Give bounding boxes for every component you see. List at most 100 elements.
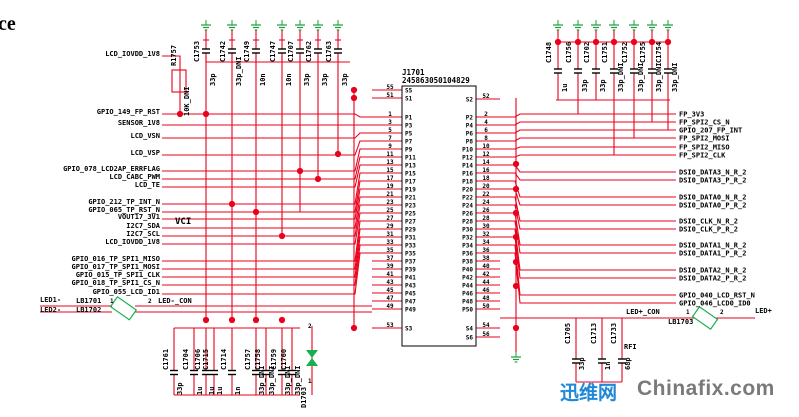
resistor-value: 10K_DNI — [183, 86, 191, 116]
connector-pin-number: 8 — [484, 135, 488, 142]
connector-pin-number: 37 — [386, 255, 394, 262]
connector-pin-name: P42 — [462, 275, 473, 282]
bottom-cap-node — [278, 316, 286, 324]
connector-pin-number: 55 — [386, 84, 394, 91]
connector-pin-name: P20 — [462, 187, 473, 194]
connector-pin-number: 3 — [388, 119, 392, 126]
right-net-wire — [500, 220, 676, 254]
cap-ref: C1757 — [244, 349, 252, 370]
connector-pin-name: P2 — [466, 115, 474, 122]
connector-pin-name: P43 — [405, 283, 416, 290]
top-right-cap-node — [664, 38, 672, 46]
diode-body — [306, 350, 318, 358]
connector-pin-name: P47 — [405, 299, 416, 306]
connector-pin-number: 52 — [482, 93, 490, 100]
connector-pin-number: 21 — [386, 191, 394, 198]
cap-ref: C1747 — [269, 41, 277, 62]
cap-value: 1n — [604, 362, 612, 370]
right-net-label: GPIO_207_FP_INT — [679, 127, 742, 135]
connector-pin-name: P13 — [405, 163, 416, 170]
connector-pin-name: P18 — [462, 179, 473, 186]
watermark-cn: 迅维网 — [560, 383, 618, 404]
connector-pin-name: P30 — [462, 227, 473, 234]
cap-ref: C1756 — [565, 42, 573, 63]
cap-value: 33p_DNI — [235, 56, 243, 86]
left-net-wire — [162, 252, 372, 295]
cap-value: 33p_DNI — [671, 62, 679, 92]
connector-pin-number: 34 — [482, 239, 490, 246]
connector-pin-number: 15 — [386, 167, 394, 174]
cap-ref: C1748 — [545, 42, 553, 63]
left-net-wire — [162, 164, 372, 188]
cap-ref: C1704 — [182, 349, 190, 370]
right-net-label: FP_SPI2_MOSI — [679, 135, 730, 143]
connector-pin-number: 46 — [482, 287, 490, 294]
left-net-label: GPIO_055_LCD_ID1 — [93, 288, 160, 296]
connector-pin-name: P36 — [462, 251, 473, 258]
connector-pin-name: P44 — [462, 283, 473, 290]
connector-pin-name: P41 — [405, 275, 416, 282]
connector-pin-number: 6 — [484, 127, 488, 134]
right-net-label: DSI0_CLK_P_R_2 — [679, 226, 738, 234]
cap-value: 1u — [561, 84, 569, 92]
left-net-wire — [162, 180, 372, 213]
connector-pin-number: 9 — [388, 143, 392, 150]
connector-ref: J1701 — [402, 68, 425, 77]
cap-value: 10n — [285, 73, 293, 86]
left-net-wire — [162, 140, 372, 156]
connector-part-number: 245863050104829 — [402, 76, 470, 85]
cap-ref: C1707 — [287, 41, 295, 62]
connector-pin-number: 51 — [386, 92, 394, 99]
cap-value: 33p_DNI — [268, 365, 276, 395]
led-plus-net: LED+ — [755, 307, 772, 315]
junction-dot — [334, 150, 342, 158]
connector-pin-name: P5 — [405, 131, 413, 138]
right-net-label: DSI0_DATA0_P_R_2 — [679, 202, 746, 210]
cap-value: 33p — [303, 73, 311, 86]
connector-pin-name: P1 — [405, 115, 413, 122]
cap-ref: C1751 — [601, 42, 609, 63]
top-cap-ground — [333, 20, 343, 31]
top-cap-ground — [277, 20, 287, 31]
left-net-label: LCD_CABC_PWM — [109, 173, 160, 181]
cap-ref: C1758 — [254, 349, 262, 370]
connector-pin-name: P11 — [405, 155, 416, 162]
diode-ref: D1703 — [300, 387, 308, 408]
top-cap-ground — [227, 20, 237, 31]
connector-pin-number: 29 — [386, 223, 394, 230]
connector-pin-number: 41 — [386, 271, 394, 278]
connector-pin-name: P19 — [405, 187, 416, 194]
left-net-label: GPIO_065_TP_RST_N — [88, 206, 160, 214]
connector-pin-number: 16 — [482, 167, 490, 174]
cap-value: 33p — [581, 79, 589, 92]
left-net-label: GPIO_015_TP_SPI1_CLK — [76, 271, 161, 279]
right-net-label: FP_SPI2_MISO — [679, 144, 730, 152]
left-net-label: GPIO_212_TP_INT_N — [88, 198, 160, 206]
resistor-ref: R1757 — [170, 45, 178, 66]
connector-pin-name: P37 — [405, 259, 416, 266]
bead-ref: LB1701 — [76, 297, 101, 305]
top-right-cap-node — [554, 38, 562, 46]
bead-ref: LB1702 — [76, 306, 101, 314]
connector-pin-name: P17 — [405, 179, 416, 186]
connector-pin-number: 38 — [482, 255, 490, 262]
right-net-wire — [500, 188, 676, 206]
right-net-wire — [500, 172, 676, 181]
junction-layer — [176, 38, 672, 332]
connector-pin-name: P34 — [462, 243, 473, 250]
left-net-label: LCD_IOVDD_1V8 — [105, 50, 160, 58]
connector-pin-name: P49 — [405, 307, 416, 314]
cap-value: 33p_DNI — [655, 62, 663, 92]
left-net-wire — [162, 156, 372, 180]
connector-pin-name: S6 — [466, 335, 474, 342]
connector-pin-name: P8 — [466, 139, 474, 146]
connector-pin-name: P4 — [466, 123, 474, 130]
bottom-cap-node — [228, 316, 236, 324]
connector-pin-name: P26 — [462, 211, 473, 218]
connector-pin-number: 43 — [386, 279, 394, 286]
right-net-wire — [500, 154, 676, 158]
top-right-cap-node — [648, 38, 656, 46]
cap-value: 1n — [234, 387, 242, 395]
cap-value: 68p — [624, 357, 632, 370]
cap-value: 33p_DNI — [294, 365, 302, 395]
